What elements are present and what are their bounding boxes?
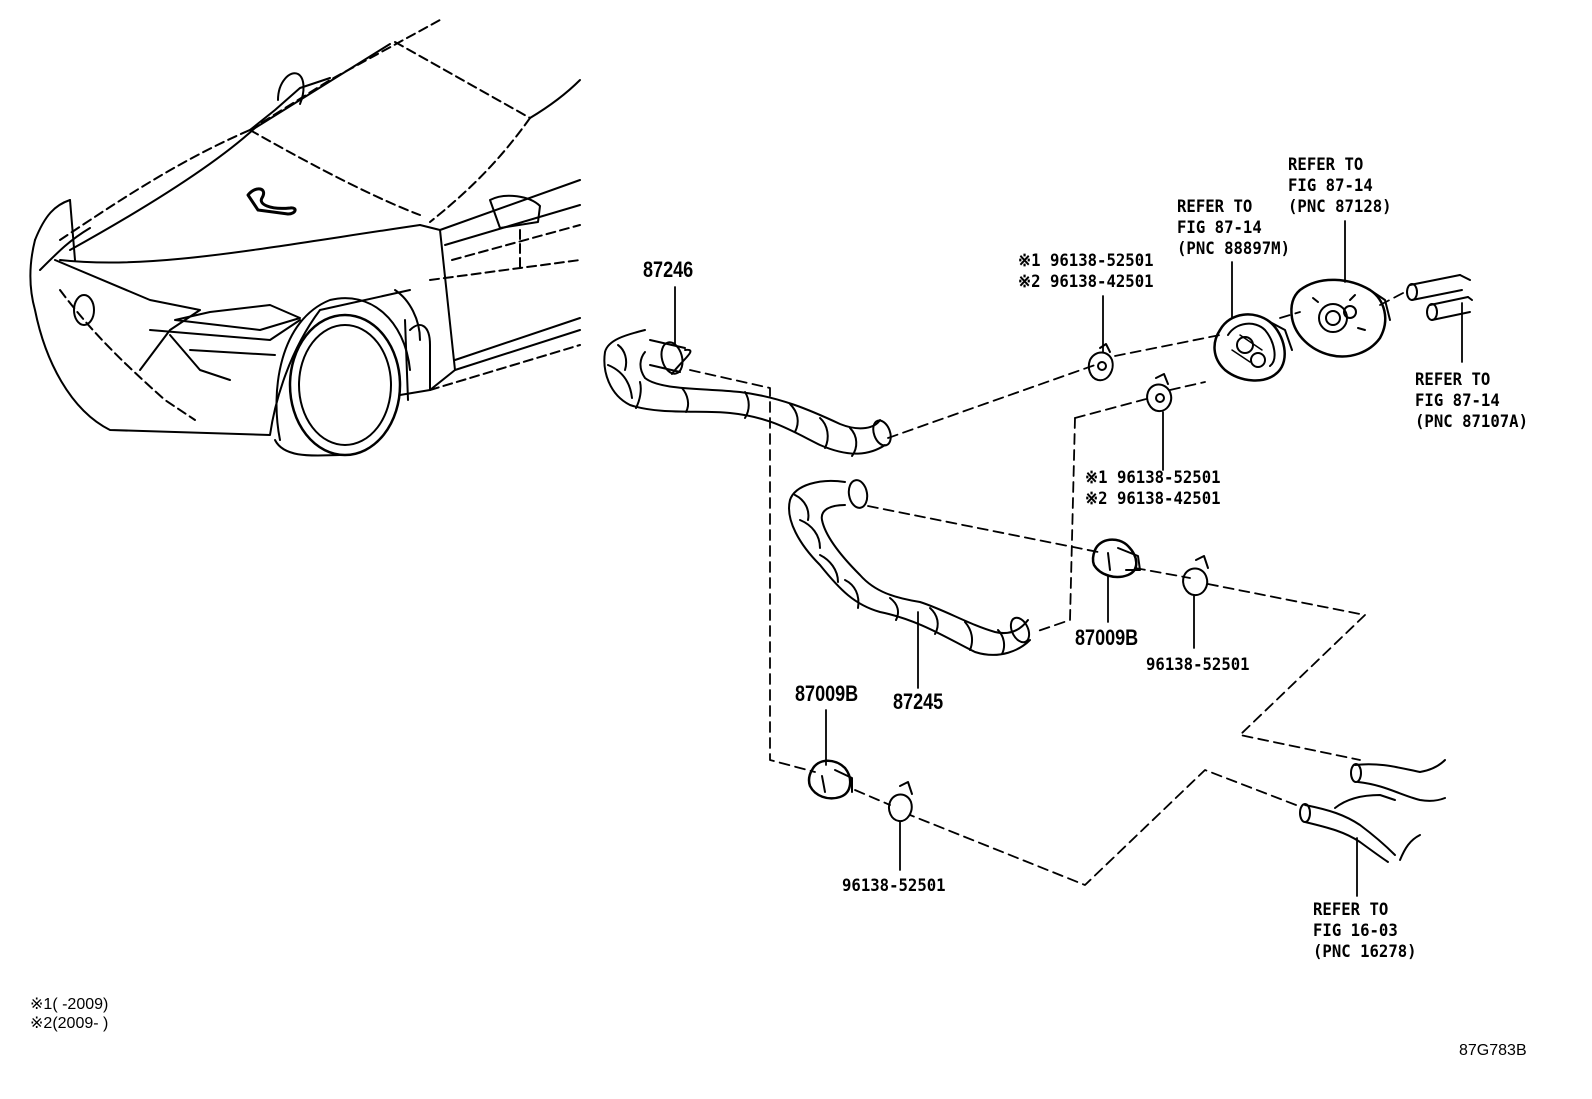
- footnote-1: ※1( -2009): [30, 996, 109, 1013]
- alt-clip-row: ※2 96138-42501: [1085, 489, 1221, 509]
- reference-unit: REFER TO FIG 87-14 (PNC 87128): [1288, 155, 1392, 217]
- unit-87128: [1290, 278, 1391, 358]
- clip-top: [1087, 343, 1114, 382]
- reference-pipe: REFER TO FIG 87-14 (PNC 87107A): [1415, 370, 1529, 432]
- engine-pipes-16278: [1299, 759, 1446, 863]
- clamp-87009b-left: [807, 759, 853, 800]
- leader-lines: [674, 220, 1463, 897]
- clamp-87009b-right: [1091, 538, 1141, 579]
- footnote-2: ※2(2009- ): [30, 1015, 109, 1032]
- alt-clip-row: ※1 96138-52501: [1018, 251, 1154, 271]
- clip-right-lower: [1182, 555, 1209, 597]
- connection-lines: [689, 291, 1406, 886]
- alt-clip-row: ※1 96138-52501: [1085, 468, 1221, 488]
- pipes-87107a: [1406, 274, 1473, 321]
- figure-code: 87G783B: [1459, 1042, 1527, 1059]
- alt-clip-list-middle: ※1 96138-52501 ※2 96138-42501: [1085, 468, 1221, 510]
- hose-87246: [603, 329, 892, 457]
- clip-middle: [1146, 373, 1173, 413]
- valve-88897m: [1213, 313, 1293, 382]
- alt-clip-list-top: ※1 96138-52501 ※2 96138-42501: [1018, 251, 1154, 293]
- alt-clip-row: ※2 96138-42501: [1018, 272, 1154, 292]
- hose-87245: [788, 479, 1031, 656]
- vehicle-illustration: [29, 19, 581, 457]
- part-number-87009b-right: 87009B: [1075, 625, 1139, 650]
- part-number-87245: 87245: [893, 689, 944, 714]
- part-number-87009b-left: 87009B: [795, 681, 859, 706]
- clip-left-lower: [888, 781, 913, 823]
- footnotes: ※1( -2009) ※2(2009- ): [30, 995, 108, 1033]
- part-number-87246: 87246: [643, 257, 694, 282]
- part-number-clip-left: 96138-52501: [842, 876, 946, 896]
- part-number-clip-right: 96138-52501: [1146, 655, 1250, 675]
- reference-engine: REFER TO FIG 16-03 (PNC 16278): [1313, 900, 1417, 962]
- reference-valve: REFER TO FIG 87-14 (PNC 88897M): [1177, 197, 1291, 259]
